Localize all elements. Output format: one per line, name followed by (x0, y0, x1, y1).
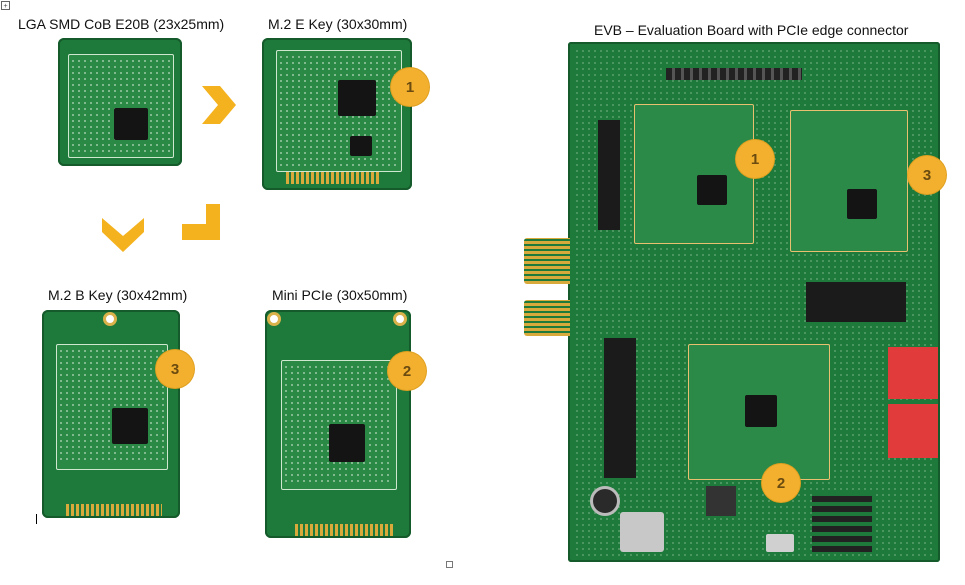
inductor (706, 486, 736, 516)
badge-evb-2: 2 (762, 464, 800, 502)
micro-usb (766, 534, 794, 552)
mount-hole-left (267, 312, 281, 326)
m2b-title: M.2 B Key (30x42mm) (48, 287, 188, 303)
badge-minipcie: 2 (388, 352, 426, 390)
badge-m2e: 1 (391, 68, 429, 106)
soc-chip (329, 424, 365, 462)
diagonal-arrow-icon (182, 204, 220, 240)
component-field (58, 348, 164, 464)
soc-chip (697, 175, 727, 205)
soc-chip (338, 80, 376, 116)
secondary-chip (350, 136, 372, 156)
soc-chip (114, 108, 148, 140)
pcie-edge-fingers (524, 238, 570, 284)
edge-connector (286, 172, 380, 184)
minipcie-title: Mini PCIe (30x50mm) (272, 287, 408, 303)
dip-switch (888, 404, 938, 458)
edge-connector (66, 504, 162, 516)
lga-module-photo (58, 38, 182, 166)
m2e-title: M.2 E Key (30x30mm) (268, 16, 408, 32)
evb-minipcie-slot-module (688, 344, 830, 480)
evb-m2e-slot-module (634, 104, 754, 244)
text-cursor (36, 514, 37, 524)
pin-header (666, 68, 802, 80)
marker (446, 561, 453, 568)
soc-chip (112, 408, 148, 444)
evb-photo (568, 42, 940, 562)
soc-chip (847, 189, 877, 219)
down-arrow-icon (102, 218, 144, 252)
m2-connector (806, 282, 906, 322)
evb-m2b-slot-module (790, 110, 908, 252)
usb-connector (620, 512, 664, 552)
pin-header (812, 492, 872, 552)
expand-icon[interactable]: + (1, 1, 10, 10)
m2e-module-photo (262, 38, 412, 190)
badge-evb-3: 3 (908, 156, 946, 194)
mount-hole (103, 312, 117, 326)
pcie-edge-fingers (524, 300, 570, 336)
dip-switch (888, 347, 938, 399)
minipcie-module-photo (265, 310, 411, 538)
badge-evb-1: 1 (736, 140, 774, 178)
m2b-module-photo (42, 310, 180, 518)
minipcie-connector (604, 338, 636, 478)
mount-hole-right (393, 312, 407, 326)
evb-title: EVB – Evaluation Board with PCIe edge co… (594, 22, 909, 38)
lga-title: LGA SMD CoB E20B (23x25mm) (18, 16, 225, 32)
soc-chip (745, 395, 777, 427)
right-arrow-icon (202, 86, 236, 124)
m2-connector (598, 120, 620, 230)
capacitor (590, 486, 620, 516)
edge-connector (295, 524, 395, 536)
badge-m2b: 3 (156, 350, 194, 388)
